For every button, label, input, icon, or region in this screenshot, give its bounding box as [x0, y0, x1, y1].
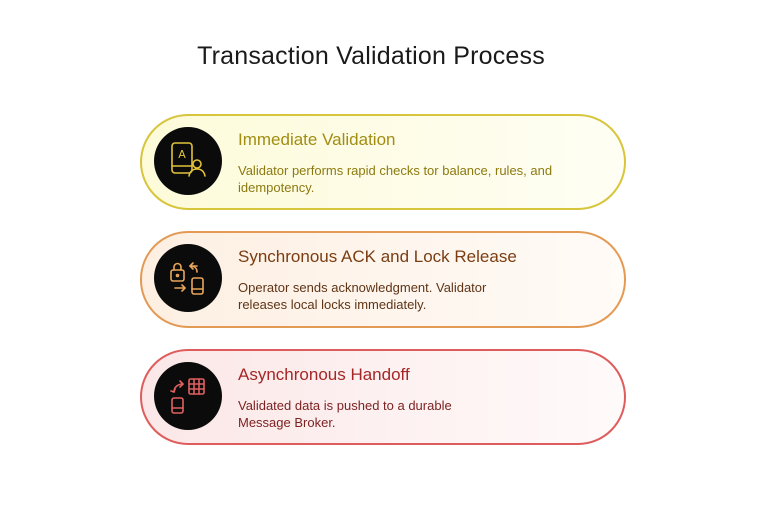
step-description: Validator performs rapid checks tor bala…	[238, 163, 553, 195]
step-description: Operator sends acknowledgment. Validator…	[238, 280, 487, 312]
data-transfer-icon	[170, 378, 205, 414]
step-icon-badge	[154, 244, 222, 312]
user-document-icon: A	[171, 142, 206, 177]
svg-text:A: A	[178, 148, 186, 161]
step-card-async-handoff: Asynchronous Handoff Validated data is p…	[140, 349, 626, 445]
lock-exchange-icon	[170, 262, 204, 295]
step-description: Validated data is pushed to a durable Me…	[238, 398, 452, 430]
step-icon-badge: A	[154, 127, 222, 195]
step-card-immediate-validation: A Immediate Validation Validator perform…	[140, 114, 626, 210]
step-title: Asynchronous Handoff	[238, 365, 410, 384]
step-title: Synchronous ACK and Lock Release	[238, 247, 517, 266]
step-icon-badge	[154, 362, 222, 430]
step-card-sync-ack: Synchronous ACK and Lock Release Operato…	[140, 231, 626, 328]
diagram-title: Transaction Validation Process	[197, 42, 545, 70]
step-title: Immediate Validation	[238, 130, 396, 149]
